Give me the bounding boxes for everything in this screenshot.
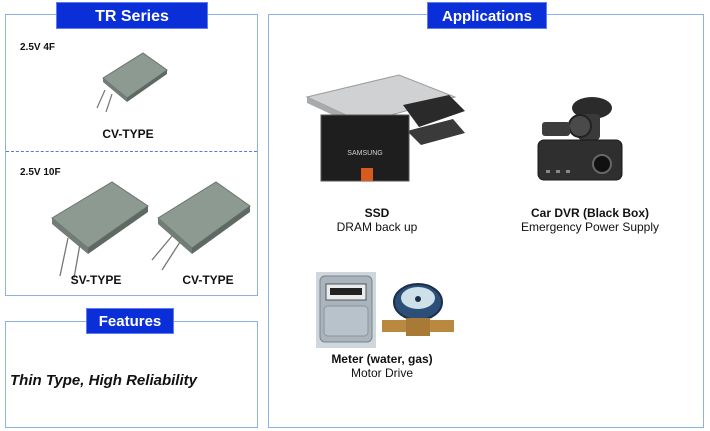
tr-series-title: TR Series — [56, 2, 208, 29]
app-car-dvr-desc: Emergency Power Supply — [520, 220, 660, 234]
meter-image — [316, 272, 454, 348]
capacitor-10f-sv-image — [51, 181, 149, 279]
app-ssd-name: SSD — [364, 206, 390, 220]
app-meter-desc: Motor Drive — [350, 366, 413, 380]
type-label-cv-4f: CV-TYPE — [102, 127, 154, 141]
app-ssd-desc: DRAM back up — [336, 220, 418, 234]
ssd-brand-text: SAMSUNG — [347, 150, 382, 157]
type-label-cv-10f: CV-TYPE — [182, 273, 234, 287]
app-meter-name: Meter (water, gas) — [331, 352, 433, 366]
applications-title: Applications — [427, 2, 547, 29]
features-panel — [5, 321, 258, 428]
type-label-sv-10f: SV-TYPE — [70, 273, 122, 287]
app-car-dvr-name: Car DVR (Black Box) — [530, 206, 650, 220]
features-text: Thin Type, High Reliability — [10, 372, 197, 389]
ssd-image: SAMSUNG — [305, 74, 465, 182]
section-divider — [6, 151, 257, 152]
capacitor-10f-cv-image — [151, 181, 251, 271]
spec-label-10f: 2.5V 10F — [20, 167, 61, 178]
features-title: Features — [86, 308, 174, 334]
applications-panel — [268, 14, 704, 428]
spec-label-4f: 2.5V 4F — [20, 42, 56, 53]
capacitor-4f-image — [96, 52, 168, 113]
car-dvr-image — [537, 97, 623, 181]
